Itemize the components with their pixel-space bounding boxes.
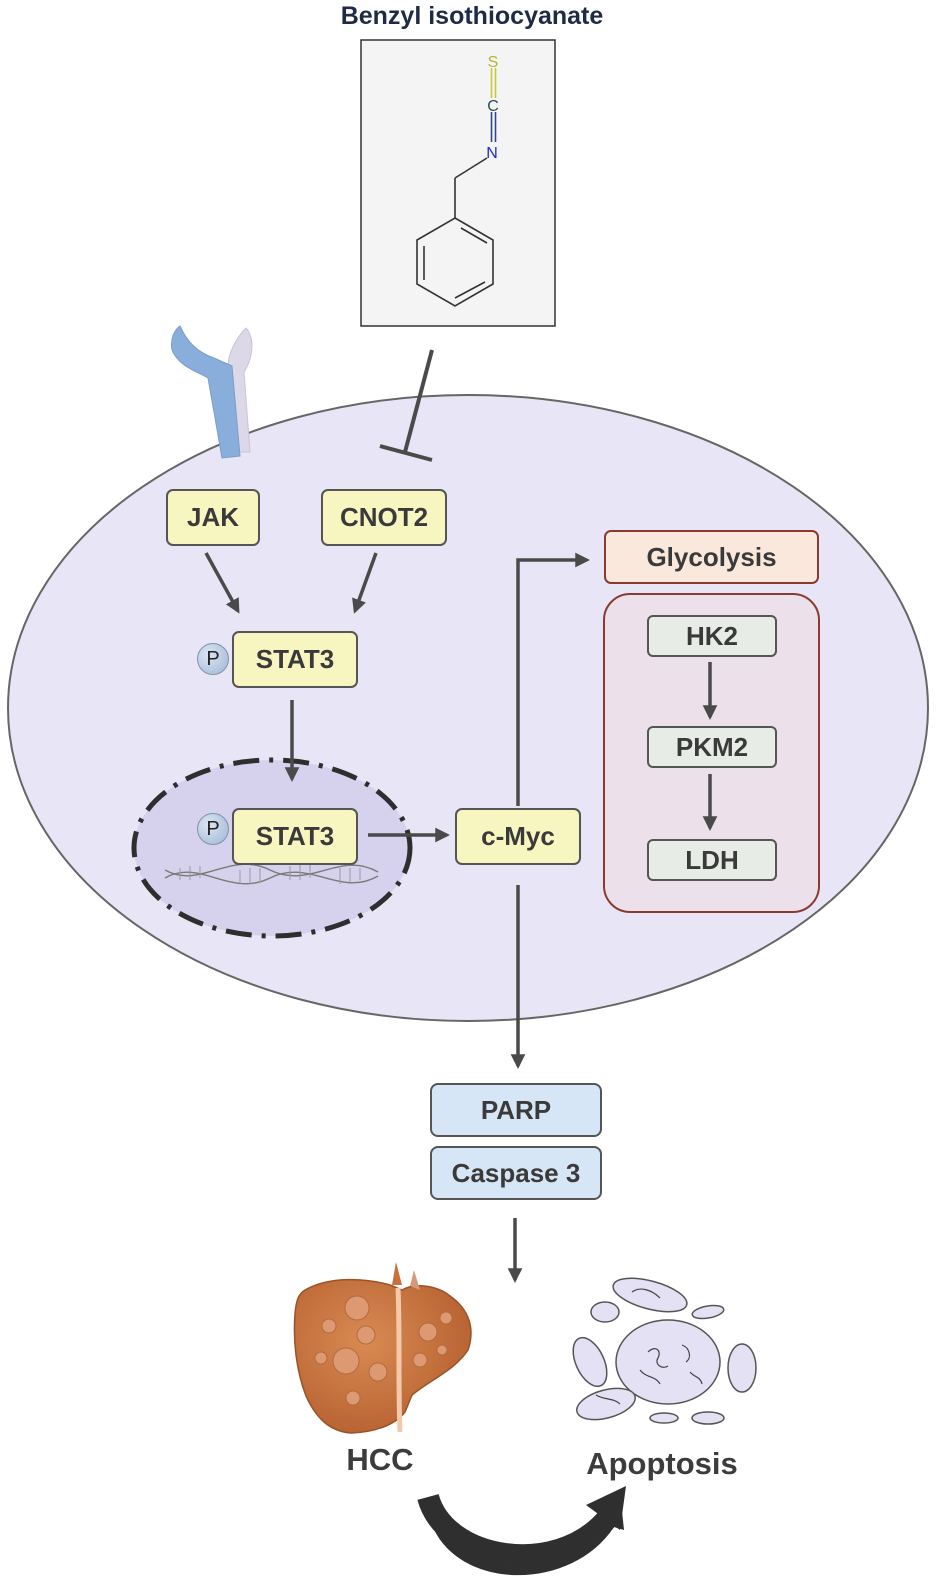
- node-pkm2: PKM2: [647, 726, 777, 768]
- molecule-frame: [360, 39, 556, 327]
- dna-icon: [164, 863, 379, 885]
- compound-title: Benzyl isothiocyanate: [340, 2, 604, 30]
- node-stat3-nucleus: STAT3: [232, 808, 358, 865]
- benzyl-isothiocyanate-structure: [416, 68, 497, 307]
- receptor-icon: [171, 325, 253, 459]
- node-cnot2: CNOT2: [321, 489, 447, 546]
- inhibition-arrow: [379, 349, 434, 462]
- liver-icon: [293, 1262, 472, 1434]
- node-jak: JAK: [166, 489, 260, 546]
- sulfur-atom-label: S: [488, 54, 499, 71]
- arrow-cnot2-to-stat3: [352, 552, 378, 614]
- activation-arrows: [204, 552, 718, 1283]
- carbon-atom-label: C: [487, 98, 499, 115]
- node-caspase3: Caspase 3: [430, 1146, 602, 1200]
- phosphate-badge-nucleus: P: [197, 813, 229, 845]
- phosphate-badge-cytoplasm: P: [197, 643, 229, 675]
- node-hk2: HK2: [647, 615, 777, 657]
- node-glycolysis: Glycolysis: [604, 530, 819, 584]
- node-parp: PARP: [430, 1083, 602, 1137]
- label-apoptosis: Apoptosis: [586, 1446, 738, 1481]
- apoptotic-cell-icon: [572, 1277, 757, 1425]
- arrow-cmyc-to-glycolysis: [516, 552, 590, 806]
- hcc-to-apoptosis-arrow-body: [417, 1493, 615, 1567]
- hcc-to-apoptosis-arrowhead: [586, 1486, 626, 1530]
- node-cmyc: c-Myc: [455, 808, 581, 865]
- nitrogen-atom-label: N: [486, 145, 498, 162]
- arrow-jak-to-stat3: [204, 552, 240, 614]
- node-stat3-cytoplasm: STAT3: [232, 631, 358, 688]
- node-ldh: LDH: [647, 839, 777, 881]
- label-hcc: HCC: [346, 1442, 414, 1477]
